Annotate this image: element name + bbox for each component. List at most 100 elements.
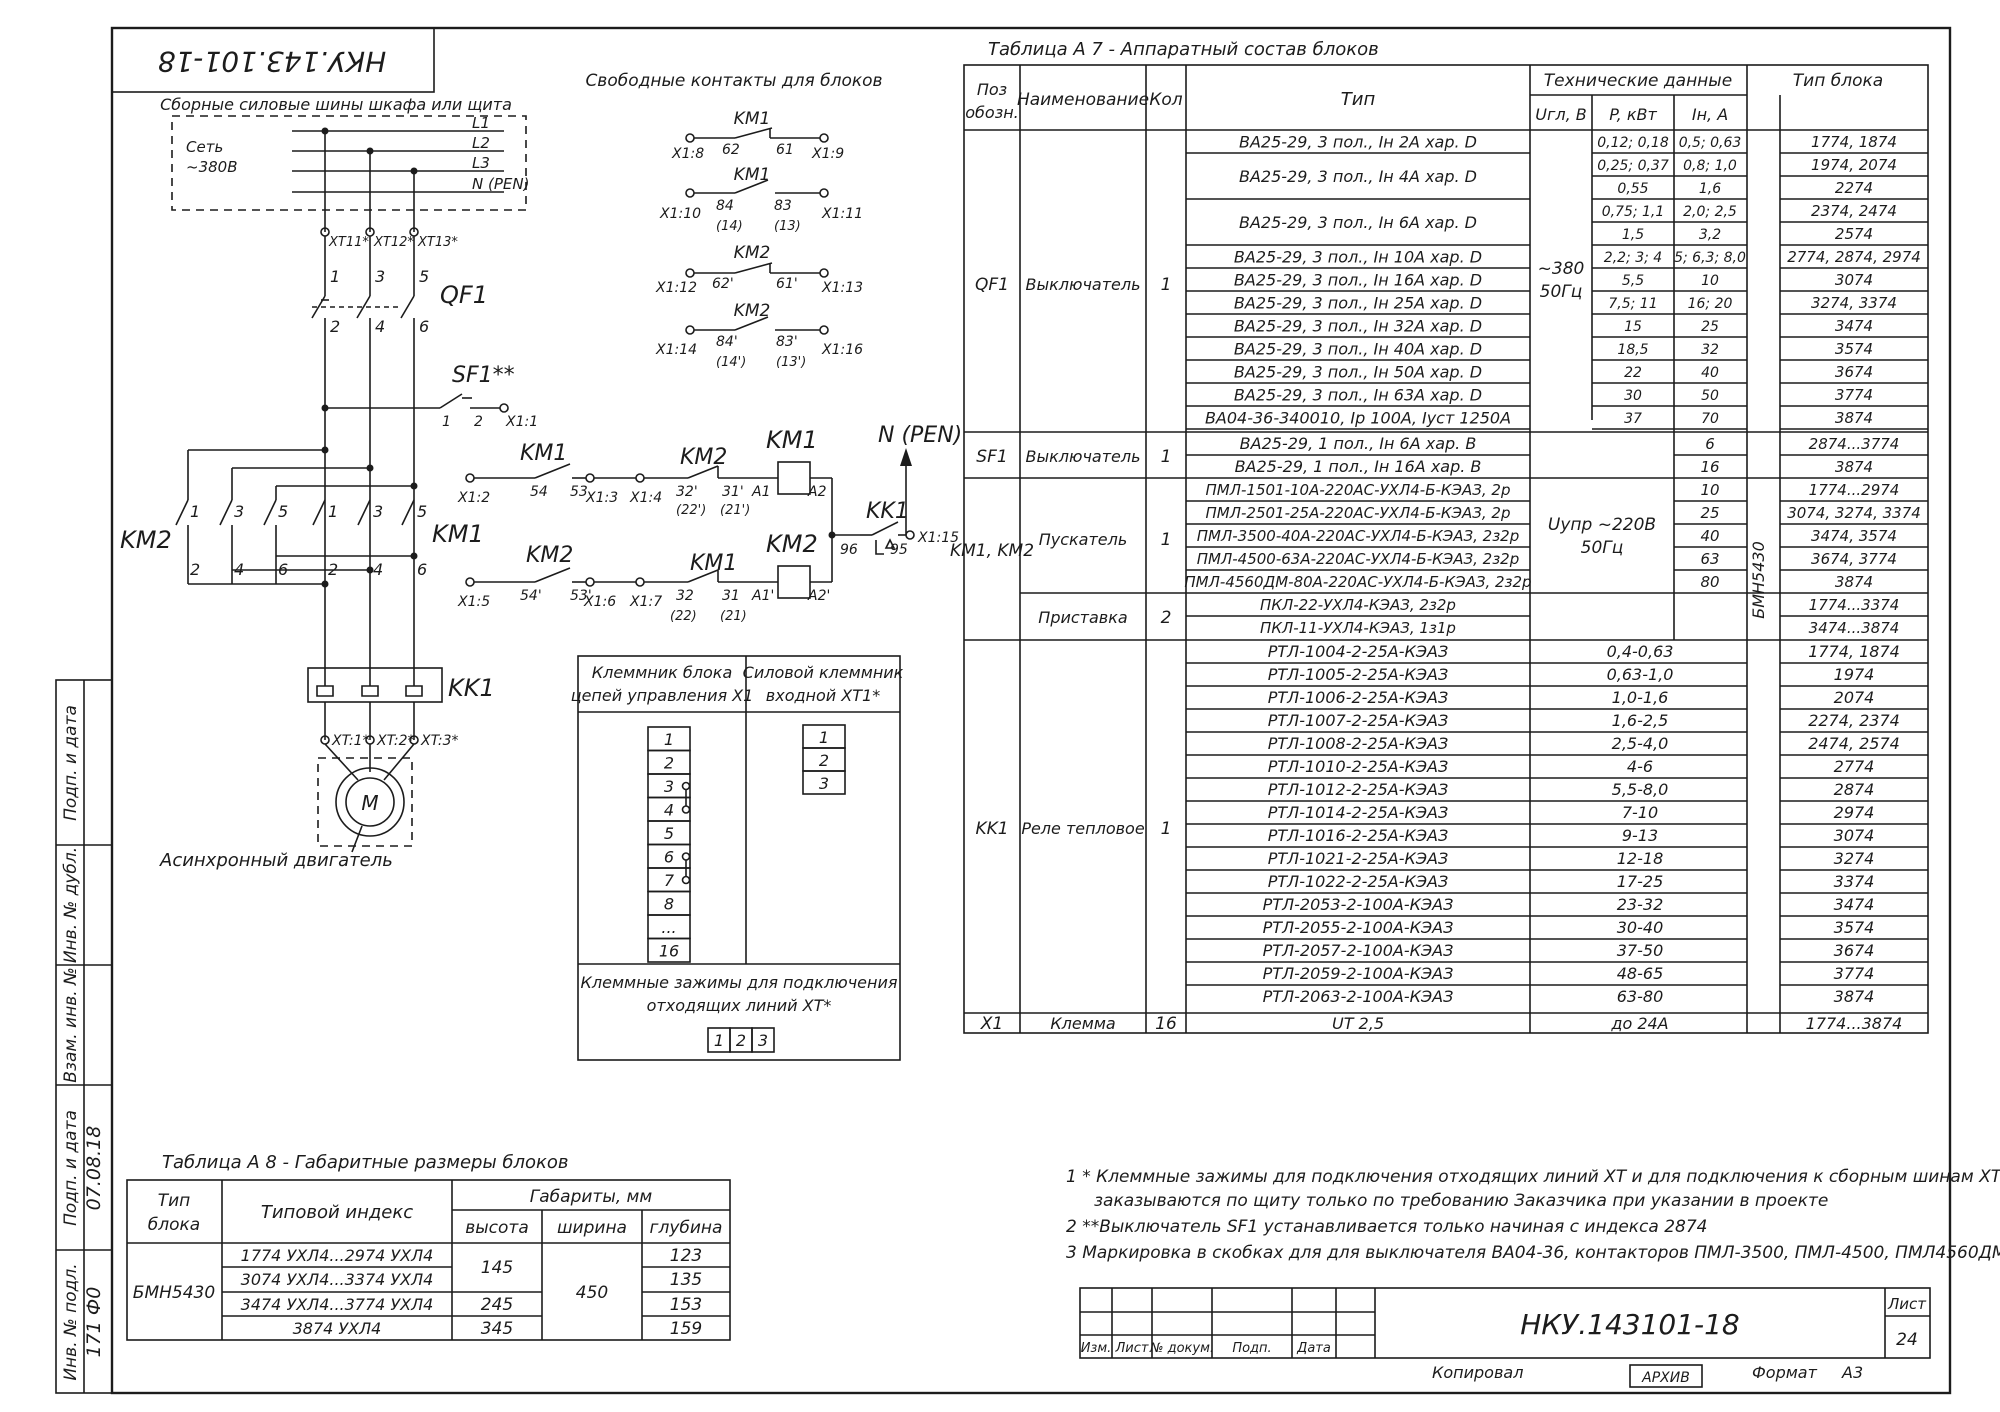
a7-qf1-type: ВА25-29, 3 пол., Iн 63А хар. D (1234, 386, 1482, 405)
ctrl2-t8: A2' (807, 588, 830, 604)
network-label: Сеть (186, 138, 223, 156)
ctrl1-t7: A1 (751, 484, 770, 500)
a7-qf1-block: 2374, 2474 (1811, 202, 1897, 220)
power-circuit: Сборные силовые шины шкафа или щита Сеть… (120, 95, 538, 871)
free-contact-4-b-sub: (13') (776, 355, 806, 370)
km1-term-6: 6 (417, 560, 427, 579)
a7-qty-km: 1 (1161, 530, 1172, 550)
a7-qf1-current: 10 (1701, 273, 1719, 289)
ctrl1-km1-label: KM1 (520, 441, 567, 466)
qf1-term-6: 6 (419, 317, 429, 336)
a7-qf1-power: 22 (1624, 365, 1642, 381)
ctrl1-km2-label: KM2 (680, 445, 727, 470)
a7-x1-type: UT 2,5 (1332, 1014, 1384, 1033)
a7-qf1-power: 15 (1624, 319, 1642, 335)
km2-term-2: 2 (190, 560, 200, 579)
a8-idx-2: 3074 УХЛ4...3374 УХЛ4 (241, 1270, 434, 1289)
a7-qty-pr: 2 (1161, 608, 1172, 628)
qf1-label: QF1 (440, 281, 488, 309)
a7-kk1-type: РТЛ-1004-2-25А-КЭАЗ (1268, 642, 1448, 661)
motor-symbol: M (361, 791, 378, 815)
km2-term-4: 4 (234, 560, 244, 579)
a7-qf1-current: 25 (1701, 319, 1719, 335)
a7-kk1-type: РТЛ-1021-2-25А-КЭАЗ (1268, 849, 1448, 868)
a8-h-type-2: блока (148, 1215, 200, 1235)
a7-qf1-block: 3274, 3374 (1811, 294, 1897, 312)
a7-qf1-power: 1,5 (1622, 227, 1644, 243)
a7-kk1-type: РТЛ-1012-2-25А-КЭАЗ (1268, 780, 1448, 799)
terminal-xt1-header-1: Силовой клеммник (743, 663, 904, 682)
xt13-label: XT13* (417, 235, 458, 250)
a7-kk1-type: РТЛ-1007-2-25А-КЭАЗ (1268, 711, 1448, 730)
a7-qf1-type: ВА25-29, 3 пол., Iн 40А хар. D (1234, 340, 1482, 359)
x1-cell-label: 7 (664, 871, 675, 890)
a7-qf1-block: 3574 (1835, 340, 1873, 358)
xt2-motor-label: XT:2* (376, 733, 414, 749)
a7-qf1-type: ВА25-29, 3 пол., Iн 25А хар. D (1234, 294, 1482, 313)
a7-kk1-block: 3874 (1834, 987, 1875, 1006)
qf1-term-2: 2 (330, 317, 340, 336)
a7-qf1-power: 37 (1624, 411, 1642, 427)
x1-cell (647, 937, 691, 963)
a7-kk1-range: 12-18 (1617, 849, 1664, 868)
a7-sf1-type: ВА25-29, 1 пол., Iн 16А хар. B (1235, 457, 1482, 476)
a7-qf1-current: 70 (1701, 411, 1719, 427)
a7-kk1-type: РТЛ-1010-2-25А-КЭАЗ (1268, 757, 1448, 776)
ctrl1-t4: X1:4 (629, 490, 662, 506)
ctrl2-t3: X1:6 (583, 594, 616, 610)
x1-jumper-dot (681, 875, 691, 885)
x1-cell-label: ... (661, 918, 676, 937)
sf1-x1-1: X1:1 (505, 414, 538, 430)
tb-sheet-number: 24 (1896, 1330, 1918, 1350)
terminal-bottom-caption-1: Клеммные зажимы для подключения (581, 973, 898, 992)
a7-kk1-range: 63-80 (1617, 987, 1664, 1006)
xt1-motor-label: XT:1* (331, 733, 369, 749)
a7-name-km: Пускатель (1039, 530, 1128, 549)
a7-pos-km: KM1, KM2 (950, 541, 1034, 561)
a7-km-block: 1774...2974 (1809, 481, 1900, 499)
a8-h-dims: Габариты, мм (530, 1187, 653, 1207)
a7-kk1-range: 0,4-0,63 (1607, 642, 1674, 661)
a7-qf1-block: 2274 (1835, 179, 1873, 197)
a7-qf1-block: 3874 (1835, 409, 1873, 427)
a7-sf1-current: 16 (1700, 458, 1719, 476)
free-contact-3-x-left: X1:12 (655, 280, 697, 296)
free-contact-2-x-right: X1:11 (821, 206, 863, 222)
footer-format-label: Формат (1752, 1363, 1818, 1382)
footer-format: А3 (1841, 1363, 1863, 1382)
x1-jumper-dot (681, 852, 691, 861)
xt-cell (751, 1027, 775, 1053)
a7-kk1-block: 2974 (1834, 803, 1875, 822)
free-contact-3-a: 62' (712, 276, 734, 292)
a7-name-qf1: Выключатель (1025, 275, 1140, 294)
free-contact-2-a: 84 (716, 198, 734, 214)
free-contact-1-b: 61 (776, 142, 794, 158)
km2-power-label: KM2 (120, 526, 172, 554)
terminal-xt1-header-2: входной XT1* (766, 686, 880, 705)
a7-pr-block: 3474...3874 (1809, 619, 1900, 637)
a7-qf1-current: 0,8; 1,0 (1683, 158, 1737, 174)
a7-kk1-type: РТЛ-2053-2-100А-КЭАЗ (1263, 895, 1454, 914)
km2-term-1: 1 (190, 502, 200, 521)
a7-kk1-range: 4-6 (1627, 757, 1653, 776)
a7-km-type: ПМЛ-4500-63А-220АС-УХЛ4-Б-КЭАЗ, 2з2р (1197, 550, 1520, 568)
free-contact-4-b: 83' (776, 334, 798, 350)
kk1-power-label: KK1 (448, 674, 495, 702)
footer-archive-stamp: АРХИВ (1641, 1370, 1690, 1386)
bus-caption: Сборные силовые шины шкафа или щита (160, 95, 512, 114)
a7-name-pr: Приставка (1038, 608, 1127, 627)
a7-kk1-block: 2874 (1834, 780, 1875, 799)
table-a8-title: Таблица А 8 - Габаритные размеры блоков (162, 1152, 569, 1173)
sf1-label: SF1** (452, 363, 515, 388)
a8-block: БМН5430 (133, 1283, 215, 1303)
handwritten-inventory: 171 Ф0 (83, 1287, 105, 1358)
qf1-term-3: 3 (375, 267, 385, 286)
ctrl2-t7: A1' (751, 588, 774, 604)
a7-qf1-power: 5,5 (1622, 273, 1644, 289)
free-contact-2-a-sub: (14) (716, 219, 743, 234)
a7-qf1-current: 16; 20 (1688, 296, 1733, 312)
a7-qf1-u-1: ~380 (1538, 259, 1585, 279)
a7-qty-qf1: 1 (1161, 275, 1172, 295)
ctrl-kk1-96: 96 (840, 542, 858, 558)
